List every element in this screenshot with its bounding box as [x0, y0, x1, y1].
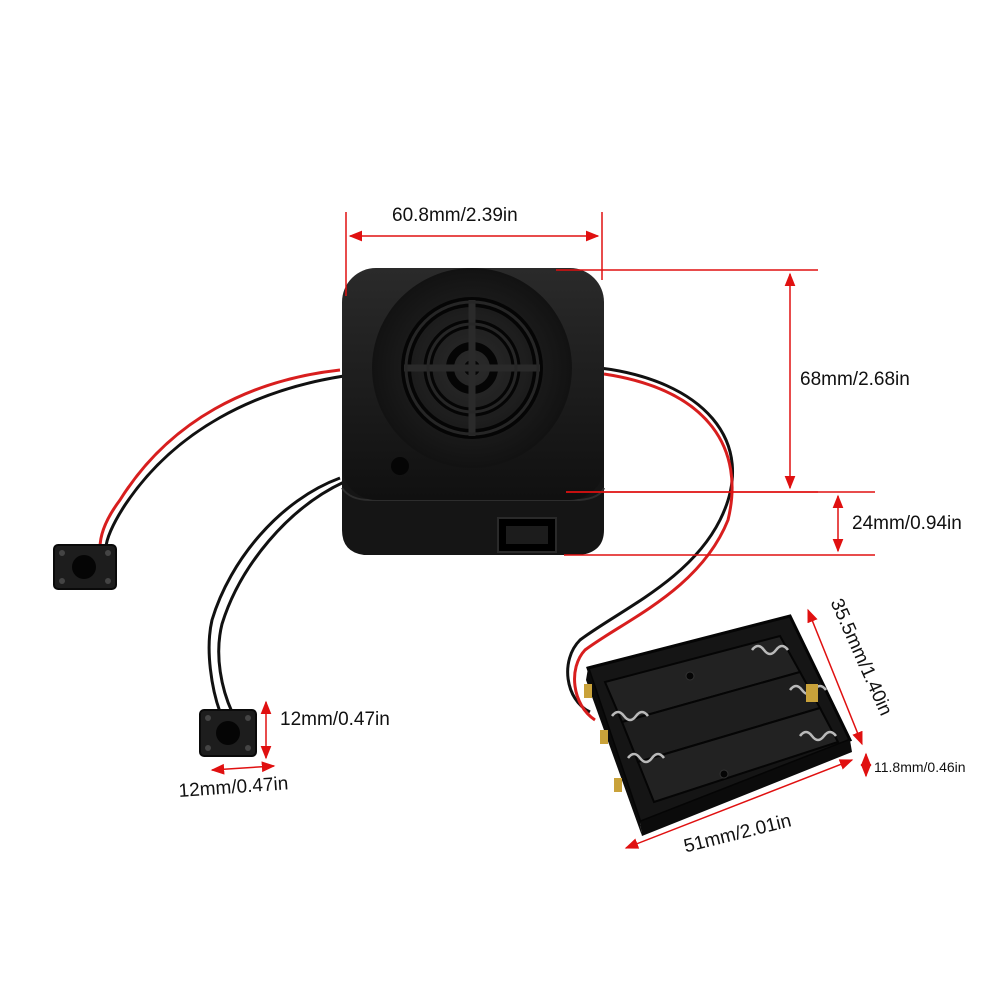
wire-red-button-1: [98, 368, 341, 549]
speaker-box: [341, 268, 605, 555]
label-speaker-depth: 24mm/0.94in: [852, 513, 962, 534]
speaker-grill: [372, 268, 572, 468]
dimension-lines: [210, 212, 875, 849]
wire-black-battery: [566, 366, 734, 714]
label-battery-depth: 11.8mm/0.46in: [874, 759, 966, 775]
wires: [98, 366, 734, 722]
dim-line-battery-length: [624, 759, 854, 849]
dim-line-battery-width: [807, 608, 863, 746]
label-button-height: 12mm/0.47in: [280, 709, 390, 730]
speaker-hole: [391, 457, 409, 475]
label-speaker-height: 68mm/2.68in: [800, 369, 910, 390]
wire-black-button-2b: [217, 480, 345, 713]
push-button-2: [199, 709, 257, 757]
push-button-1: [53, 544, 117, 590]
battery-holder: [584, 614, 853, 836]
wire-black-button-2: [207, 476, 341, 713]
wire-red-battery: [573, 372, 734, 722]
label-speaker-width: 60.8mm/2.39in: [392, 205, 518, 226]
dim-line-button-width: [210, 761, 276, 775]
wire-black-button-1: [104, 374, 345, 549]
